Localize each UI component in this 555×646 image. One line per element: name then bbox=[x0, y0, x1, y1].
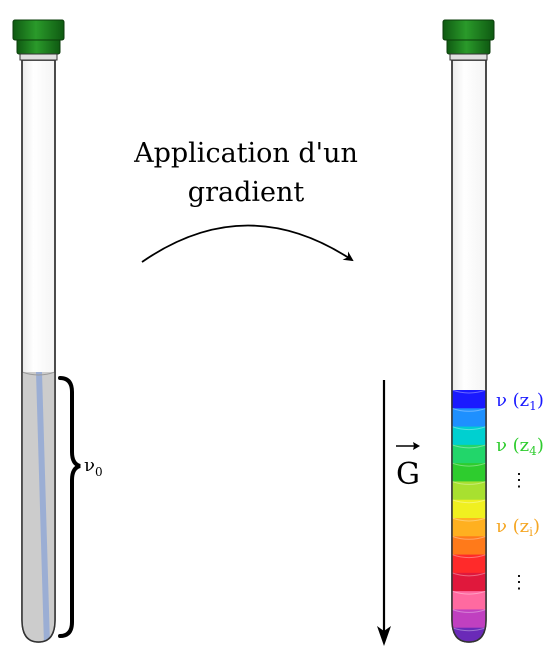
frequency-band bbox=[452, 609, 486, 629]
frequency-band bbox=[452, 572, 486, 592]
right-tube-cap bbox=[442, 19, 495, 61]
band-meniscus bbox=[452, 426, 486, 431]
gradient-arrowhead bbox=[377, 626, 391, 646]
band-meniscus bbox=[452, 554, 486, 559]
nu-zero-label: ν0 bbox=[84, 455, 103, 479]
freq-label-z1: ν (z1) bbox=[496, 390, 544, 413]
frequency-bands bbox=[452, 389, 486, 642]
band-meniscus bbox=[452, 627, 486, 632]
caption-line-1: Application d'un bbox=[133, 138, 358, 169]
freq-dots-2: ⋮ bbox=[510, 572, 528, 593]
right-test-tube bbox=[442, 19, 495, 643]
freq-label-z4: ν (z4) bbox=[496, 435, 544, 458]
frequency-band bbox=[452, 444, 486, 464]
band-meniscus bbox=[452, 462, 486, 467]
left-tube-cap bbox=[12, 19, 65, 61]
band-meniscus bbox=[452, 407, 486, 412]
band-meniscus bbox=[452, 572, 486, 577]
band-meniscus bbox=[452, 480, 486, 485]
frequency-band bbox=[452, 499, 486, 519]
frequency-band bbox=[452, 627, 486, 642]
volume-brace bbox=[58, 376, 81, 638]
gradient-vector-label: G bbox=[396, 442, 420, 492]
band-meniscus bbox=[452, 535, 486, 540]
band-meniscus bbox=[452, 517, 486, 522]
left-test-tube bbox=[12, 19, 65, 643]
frequency-band bbox=[452, 463, 486, 483]
frequency-band bbox=[452, 536, 486, 556]
left-liquid-meniscus bbox=[22, 371, 55, 376]
band-meniscus bbox=[452, 499, 486, 504]
freq-dots-1: ⋮ bbox=[510, 470, 528, 491]
band-meniscus bbox=[452, 389, 486, 394]
svg-text:G: G bbox=[396, 457, 420, 492]
left-liquid-highlight bbox=[36, 372, 50, 642]
frequency-band bbox=[452, 591, 486, 611]
band-meniscus bbox=[452, 608, 486, 613]
frequency-band bbox=[452, 426, 486, 446]
process-arrow bbox=[141, 224, 354, 263]
frequency-band bbox=[452, 408, 486, 428]
frequency-band bbox=[452, 518, 486, 537]
frequency-band bbox=[452, 390, 486, 409]
freq-label-zi: ν (zi) bbox=[496, 516, 540, 539]
caption-line-2: gradient bbox=[188, 177, 305, 208]
frequency-band bbox=[452, 481, 486, 501]
frequency-band bbox=[452, 554, 486, 574]
band-meniscus bbox=[452, 444, 486, 449]
band-meniscus bbox=[452, 590, 486, 595]
